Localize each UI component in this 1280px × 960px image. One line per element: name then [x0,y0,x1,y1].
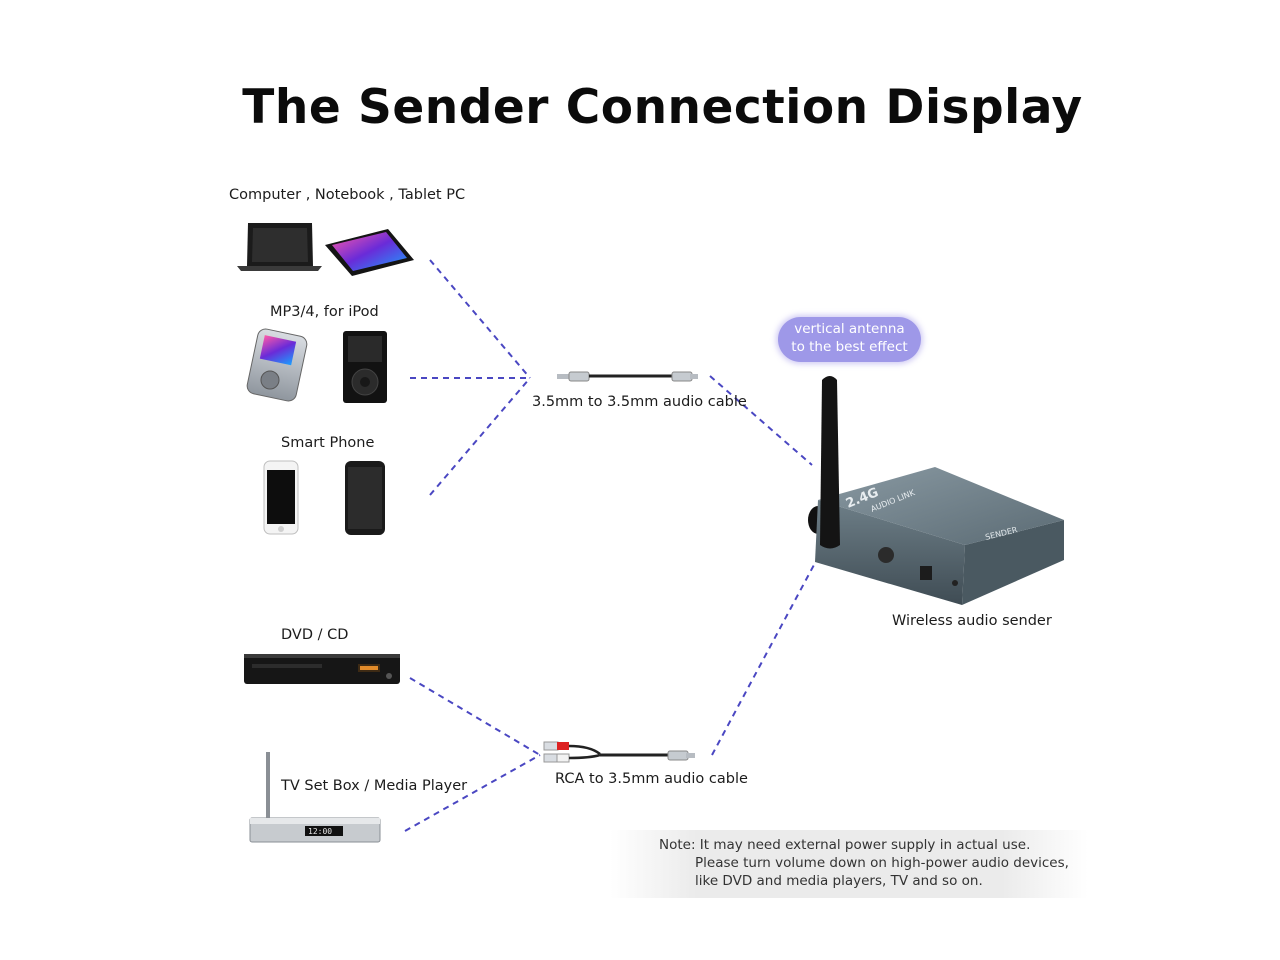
sender-label: Wireless audio sender [892,613,1052,629]
note-line2: Please turn volume down on high-power au… [695,855,1069,871]
antenna-tip-line1: vertical antenna [794,321,905,337]
tablet-icon [325,229,414,276]
dvd-player-icon [244,654,400,684]
rca-cable-label: RCA to 3.5mm audio cable [555,771,748,787]
tv-box-icon: 12:00 [249,752,381,843]
connector-phone [429,377,531,496]
note-line1: Note: It may need external power supply … [659,837,1031,853]
note-line3: like DVD and media players, TV and so on… [695,873,983,889]
dvd-group-label: DVD / CD [281,627,349,643]
connector-rca-sender [711,562,816,756]
tvbox-group-label: TV Set Box / Media Player [281,778,468,794]
white-phone-icon [263,460,299,535]
rca-cable-icon [543,741,695,763]
phone-group-label: Smart Phone [281,435,375,451]
connector-aux-sender [709,375,813,466]
connector-tvbox [404,754,541,832]
wireless-sender-icon: 2.4G AUDIO LINK SENDER [808,376,1064,605]
laptop-icon [237,223,322,271]
connector-computer [429,259,531,379]
connector-dvd [409,677,541,756]
page-title: The Sender Connection Display [242,80,1083,135]
black-phone-icon [345,461,385,535]
computer-group-label: Computer , Notebook , Tablet PC [229,187,466,203]
aux-cable-icon [557,371,698,382]
tv-box-display: 12:00 [308,827,332,836]
antenna-tip-line2: to the best effect [791,339,908,355]
note-panel: Note: It may need external power supply … [610,830,1088,898]
antenna-tip-badge: vertical antenna to the best effect [778,317,921,362]
ipod-icon [343,331,387,403]
aux-cable-label: 3.5mm to 3.5mm audio cable [532,394,747,410]
dashed-connectors [404,259,816,832]
mp3-group-label: MP3/4, for iPod [270,304,379,320]
mp3-player-icon [246,328,308,402]
